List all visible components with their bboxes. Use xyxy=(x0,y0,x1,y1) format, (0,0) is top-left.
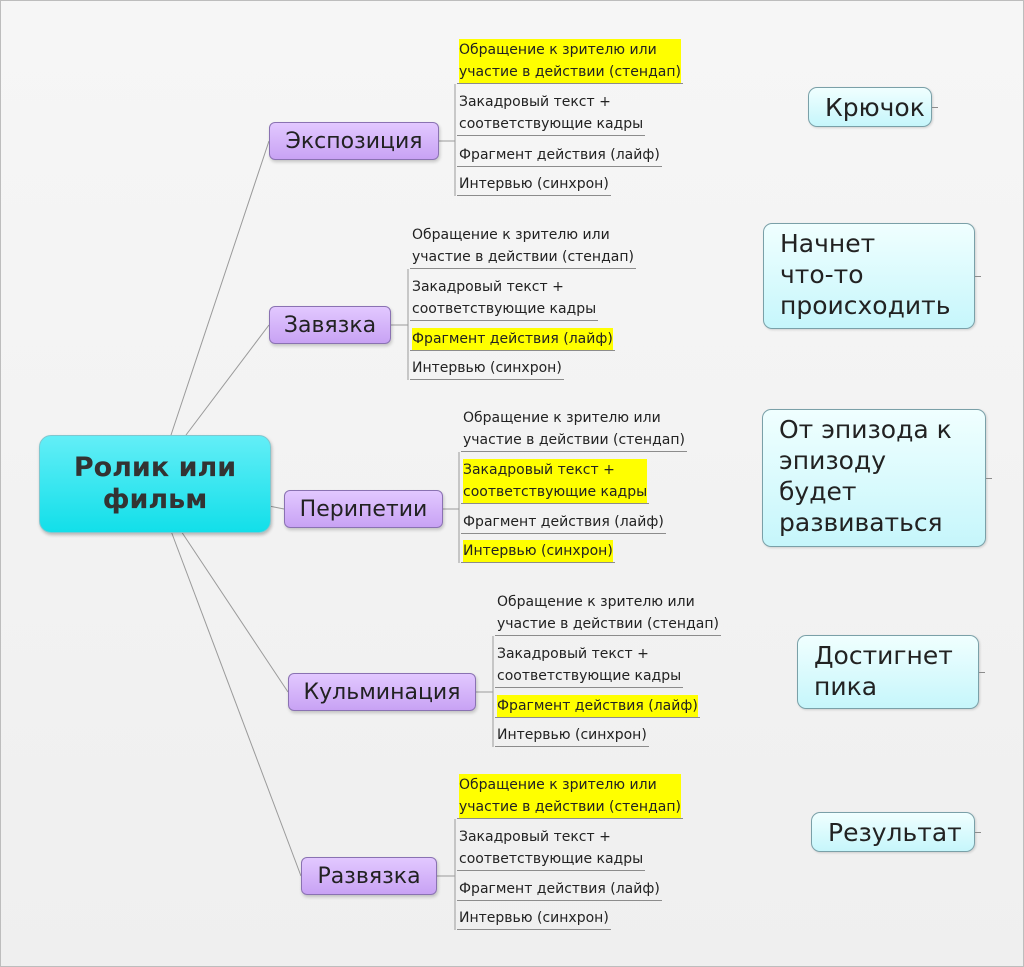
root-branch-link xyxy=(170,140,270,436)
note-box-development[interactable]: От эпизода к эпизоду будет развиваться xyxy=(762,409,986,547)
branch-label: Перипетии xyxy=(299,496,428,522)
leaf-item-label: Фрагмент действия (лайф) xyxy=(497,695,698,717)
root-node-label: Ролик или фильм xyxy=(73,452,237,515)
leaf-item[interactable]: Фрагмент действия (лайф) xyxy=(410,328,615,351)
leaf-item-label: Интервью (синхрон) xyxy=(412,360,562,376)
root-node[interactable]: Ролик или фильм xyxy=(39,435,271,533)
branch-node-setup[interactable]: Завязка xyxy=(269,306,391,344)
branch-label: Развязка xyxy=(317,863,421,889)
leaf-item-label: Фрагмент действия (лайф) xyxy=(412,328,613,350)
note-box-result[interactable]: Результат xyxy=(811,812,975,852)
note-tick xyxy=(986,478,992,479)
leaf-item-label: Интервью (синхрон) xyxy=(459,910,609,926)
leaf-item[interactable]: Закадровый текст +соответствующие кадры xyxy=(461,459,650,504)
leaf-item[interactable]: Фрагмент действия (лайф) xyxy=(457,144,662,167)
note-tick xyxy=(979,672,985,673)
leaf-item-label: Закадровый текст +соответствующие кадры xyxy=(497,646,682,684)
leaf-item-label: Интервью (синхрон) xyxy=(463,540,613,562)
root-branch-link xyxy=(185,324,270,436)
leaf-item-label: Интервью (синхрон) xyxy=(497,727,647,743)
leaf-item-label: Закадровый текст +соответствующие кадры xyxy=(463,459,648,503)
branch-label: Завязка xyxy=(283,312,377,338)
note-box-start[interactable]: Начнет что-то происходить xyxy=(763,223,975,329)
leaf-item[interactable]: Фрагмент действия (лайф) xyxy=(461,511,666,534)
leaf-item[interactable]: Закадровый текст +соответствующие кадры xyxy=(457,91,646,136)
root-branch-link xyxy=(180,530,289,693)
root-branch-link xyxy=(268,505,285,510)
leaf-item[interactable]: Интервью (синхрон) xyxy=(410,357,564,380)
note-tick xyxy=(975,832,981,833)
leaf-item-label: Фрагмент действия (лайф) xyxy=(459,881,660,897)
leaf-item-label: Закадровый текст +соответствующие кадры xyxy=(459,94,644,132)
leaf-item[interactable]: Интервью (синхрон) xyxy=(461,540,615,563)
branch-node-climax[interactable]: Кульминация xyxy=(288,673,476,711)
leaf-item[interactable]: Фрагмент действия (лайф) xyxy=(457,878,662,901)
note-tick xyxy=(932,107,938,108)
branch-node-twists[interactable]: Перипетии xyxy=(284,490,443,528)
leaf-item-label: Закадровый текст +соответствующие кадры xyxy=(412,279,597,317)
note-tick xyxy=(975,276,981,277)
root-branch-link xyxy=(170,530,302,877)
leaf-item[interactable]: Интервью (синхрон) xyxy=(457,173,611,196)
branch-node-exposition[interactable]: Экспозиция xyxy=(269,122,439,160)
leaf-item[interactable]: Интервью (синхрон) xyxy=(457,907,611,930)
branch-node-resolution[interactable]: Развязка xyxy=(301,857,437,895)
leaf-item[interactable]: Закадровый текст +соответствующие кадры xyxy=(495,643,684,688)
leaf-item-label: Интервью (синхрон) xyxy=(459,176,609,192)
branch-label: Кульминация xyxy=(303,679,461,705)
leaf-item-label: Фрагмент действия (лайф) xyxy=(463,514,664,530)
leaf-item[interactable]: Закадровый текст +соответствующие кадры xyxy=(410,276,599,321)
leaf-item[interactable]: Закадровый текст +соответствующие кадры xyxy=(457,826,646,871)
leaf-item[interactable]: Интервью (синхрон) xyxy=(495,724,649,747)
branch-label: Экспозиция xyxy=(285,128,423,154)
note-box-hook[interactable]: Крючок xyxy=(808,87,932,127)
leaf-item-label: Фрагмент действия (лайф) xyxy=(459,147,660,163)
leaf-item-label: Закадровый текст +соответствующие кадры xyxy=(459,829,644,867)
leaf-item[interactable]: Фрагмент действия (лайф) xyxy=(495,695,700,718)
note-box-peak[interactable]: Достигнет пика xyxy=(797,635,979,709)
